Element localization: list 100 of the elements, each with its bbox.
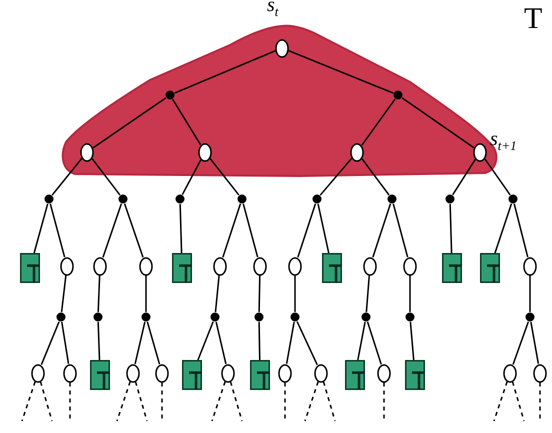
chance-node — [445, 194, 455, 204]
branch-line — [449, 204, 452, 254]
terminal-node — [345, 360, 365, 390]
branch-line — [452, 158, 476, 196]
terminal-node — [90, 360, 110, 390]
branch-line — [92, 97, 166, 148]
branch-line — [294, 276, 296, 312]
branch-line — [242, 204, 258, 258]
chance-node — [210, 312, 220, 322]
dashed-branch-line — [383, 382, 385, 421]
branch-line — [494, 204, 512, 254]
dashed-branch-line — [40, 382, 53, 422]
branch-line — [146, 322, 160, 364]
branch-line — [182, 159, 202, 195]
state-label: s$_{t}$ — [267, 0, 278, 18]
branch-line — [357, 322, 366, 360]
branch-line — [258, 322, 260, 360]
branch-line — [172, 98, 202, 146]
chance-node — [525, 312, 535, 322]
dashed-branch-line — [284, 382, 286, 421]
branch-line — [366, 322, 382, 365]
branch-line — [33, 204, 48, 254]
state-node — [363, 256, 377, 276]
branch-line — [529, 276, 531, 312]
state-node — [503, 364, 517, 382]
chance-node — [361, 312, 371, 322]
state-node — [221, 364, 235, 382]
branch-line — [320, 158, 352, 196]
chance-node — [93, 312, 103, 322]
dashed-branch-line — [161, 382, 163, 421]
state-node — [213, 256, 227, 276]
chance-node — [44, 194, 54, 204]
branch-line — [288, 50, 394, 94]
state-node — [288, 256, 302, 276]
heading-text: T — [524, 4, 542, 34]
branch-line — [97, 275, 100, 312]
state-node — [350, 142, 364, 162]
branch-line — [297, 204, 316, 258]
dashed-branch-line — [322, 382, 336, 422]
dashed-branch-line — [230, 382, 243, 422]
branch-line — [179, 204, 182, 254]
terminal-node — [405, 360, 425, 390]
chance-node — [290, 312, 300, 322]
dashed-branch-line — [116, 381, 131, 422]
branch-line — [402, 97, 474, 148]
state-node — [314, 364, 328, 382]
terminal-node — [480, 253, 500, 283]
chance-node — [405, 312, 415, 322]
branch-line — [410, 322, 414, 360]
terminal-node — [172, 253, 192, 283]
branch-line — [514, 204, 528, 258]
branch-line — [210, 158, 240, 196]
branch-line — [372, 204, 392, 258]
state-label: s$_{t+1}$ — [490, 128, 517, 152]
terminal-node — [442, 253, 462, 283]
dashed-branch-line — [493, 381, 508, 422]
terminal-node — [322, 253, 342, 283]
branch-line — [124, 203, 144, 258]
state-node — [139, 256, 153, 276]
chance-node — [237, 194, 247, 204]
dashed-branch-line — [69, 382, 71, 421]
state-node — [63, 364, 77, 382]
state-node — [31, 364, 45, 382]
branch-line — [134, 322, 146, 364]
state-node — [155, 364, 169, 382]
state-node — [93, 256, 107, 276]
dashed-branch-line — [21, 381, 36, 422]
chance-node — [56, 312, 66, 322]
terminal-node — [250, 360, 270, 390]
dashed-branch-line — [304, 381, 319, 422]
state-node — [253, 256, 267, 276]
state-node — [377, 364, 391, 382]
branch-line — [409, 276, 411, 312]
chance-node — [393, 90, 403, 100]
branch-line — [61, 322, 70, 364]
branch-line — [40, 321, 60, 365]
branch-line — [484, 158, 511, 196]
state-node — [523, 256, 537, 276]
state-node — [60, 256, 74, 276]
branch-line — [215, 322, 227, 364]
dashed-branch-line — [512, 382, 525, 422]
chance-node — [165, 90, 175, 100]
branch-line — [214, 275, 220, 312]
branch-line — [145, 276, 147, 312]
state-node — [126, 364, 140, 382]
chance-node — [141, 312, 151, 322]
branch-line — [361, 98, 396, 146]
chance-node — [508, 194, 518, 204]
state-node — [278, 364, 292, 382]
state-node — [533, 364, 547, 382]
branch-line — [258, 275, 261, 312]
branch-line — [296, 321, 318, 366]
chance-node — [118, 194, 128, 204]
branch-line — [60, 275, 67, 312]
dashed-branch-line — [539, 382, 541, 421]
branch-line — [174, 50, 276, 94]
state-node — [80, 142, 94, 162]
dashed-branch-line — [211, 381, 226, 422]
branch-line — [392, 204, 408, 258]
terminal-node — [182, 360, 202, 390]
